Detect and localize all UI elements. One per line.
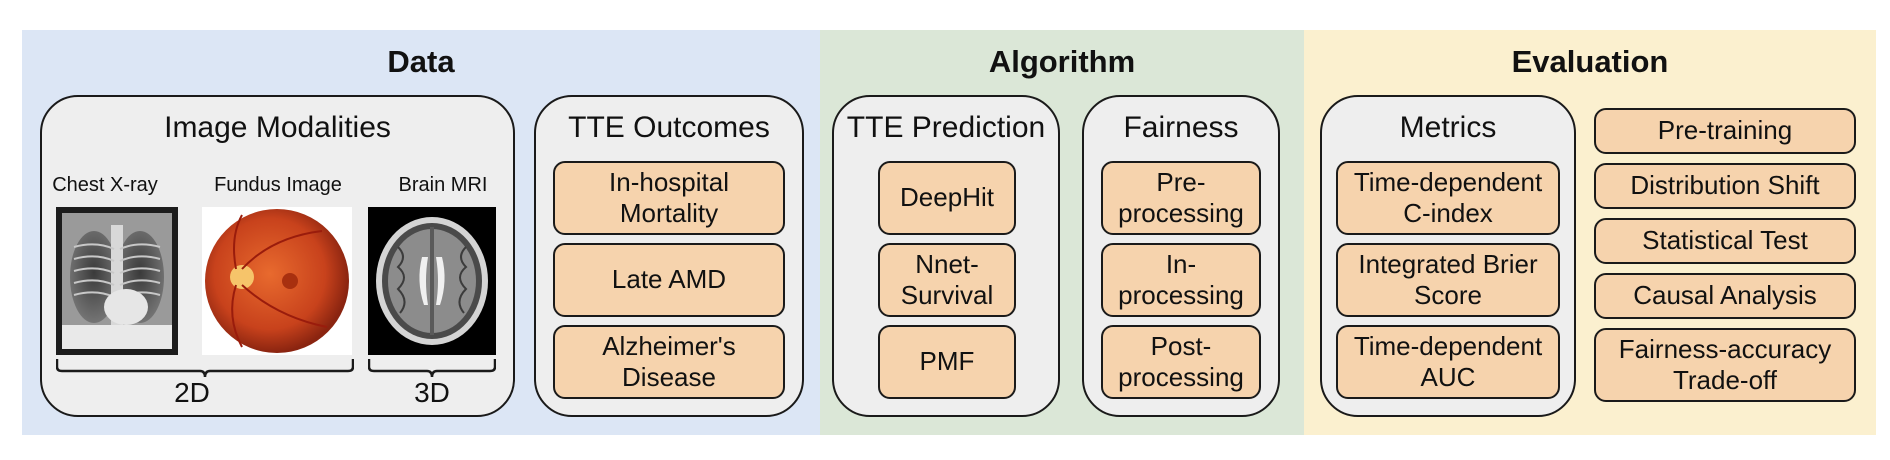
chip-post-processing: Post-processing	[1101, 325, 1261, 399]
chest-xray-image	[56, 207, 178, 355]
algorithm-section-title: Algorithm	[988, 44, 1136, 79]
chip-line: Mortality	[619, 198, 719, 228]
chip-line: Distribution Shift	[1630, 170, 1820, 201]
brace-2d	[56, 359, 354, 378]
label-3d: 3D	[414, 377, 450, 408]
data-section: Data Image Modalities Chest X-ray Fundus…	[22, 30, 820, 435]
chip-line: AUC	[1420, 362, 1476, 392]
algorithm-section: Algorithm TTE Prediction DeepHit Nnet-Su…	[820, 30, 1304, 435]
chip-line: Time-dependent	[1353, 166, 1543, 197]
metrics-title: Metrics	[1399, 111, 1497, 144]
brain-mri-image	[368, 207, 496, 355]
chip-line: Trade-off	[1672, 365, 1778, 395]
chip-line: Disease	[622, 362, 716, 392]
chip-pre-processing: Pre-processing	[1101, 161, 1261, 235]
fairness-title: Fairness	[1123, 111, 1239, 144]
chip-line: Causal Analysis	[1633, 280, 1817, 311]
brace-3d	[368, 359, 496, 378]
data-section-title: Data	[387, 44, 455, 79]
image-label-brain-mri: Brain MRI	[398, 174, 488, 196]
chip-line: PMF	[919, 346, 975, 377]
image-label-chest-xray: Chest X-ray	[52, 174, 158, 196]
chip-statistical-test: Statistical Test	[1594, 218, 1856, 264]
chip-line: Statistical Test	[1642, 225, 1808, 256]
chip-line: Late AMD	[611, 264, 727, 295]
chip-nnet-survival: Nnet-Survival	[878, 243, 1016, 317]
chip-causal-analysis: Causal Analysis	[1594, 273, 1856, 319]
tte-prediction-panel: TTE Prediction DeepHit Nnet-Survival PMF	[832, 95, 1060, 417]
image-modalities-title: Image Modalities	[164, 111, 391, 144]
evaluation-section-title: Evaluation	[1511, 44, 1669, 79]
chip-line: Nnet-	[915, 248, 979, 279]
chip-line: Survival	[900, 280, 994, 310]
fairness-panel: Fairness Pre-processing In-processing Po…	[1082, 95, 1280, 417]
chip-line: In-	[1165, 248, 1197, 279]
chip-line: Pre-training	[1657, 115, 1793, 146]
label-2d: 2D	[174, 377, 210, 408]
chip-line: C-index	[1403, 198, 1493, 228]
chip-line: DeepHit	[900, 182, 994, 213]
tte-outcomes-title: TTE Outcomes	[568, 111, 770, 144]
chip-line: processing	[1118, 280, 1244, 310]
chip-line: processing	[1118, 362, 1244, 392]
chip-line: Pre-	[1156, 166, 1206, 197]
chip-line: Integrated Brier	[1358, 248, 1538, 279]
chip-line: processing	[1118, 198, 1244, 228]
chip-line: In-hospital	[609, 166, 729, 197]
image-label-fundus: Fundus Image	[214, 174, 342, 196]
chip-distribution-shift: Distribution Shift	[1594, 163, 1856, 209]
chip-line: Fairness-accuracy	[1618, 333, 1832, 364]
chip-line: Post-	[1150, 330, 1212, 361]
chip-line: Alzheimer's	[602, 330, 736, 361]
image-modalities-panel: Image Modalities Chest X-ray Fundus Imag…	[40, 95, 515, 417]
chip-line: Score	[1414, 280, 1482, 310]
chip-pmf: PMF	[878, 325, 1016, 399]
chip-line: Time-dependent	[1353, 330, 1543, 361]
chip-in-processing: In-processing	[1101, 243, 1261, 317]
chip-pre-training: Pre-training	[1594, 108, 1856, 154]
chip-late-amd: Late AMD	[553, 243, 785, 317]
chip-deephit: DeepHit	[878, 161, 1016, 235]
tte-prediction-title: TTE Prediction	[846, 111, 1046, 144]
fundus-image	[202, 207, 352, 355]
